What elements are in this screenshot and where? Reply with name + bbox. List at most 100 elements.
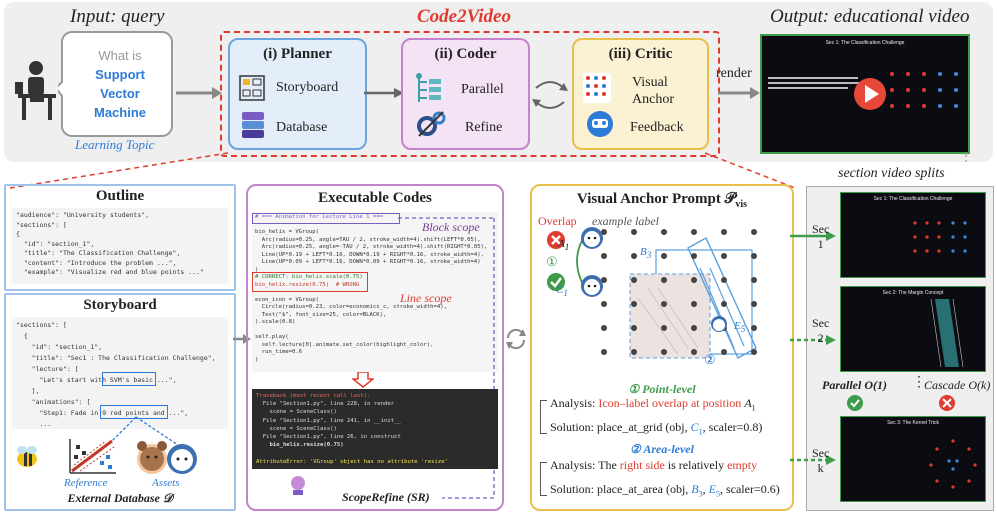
- planner-storyboard-label: Storyboard: [276, 80, 339, 95]
- analysis-2-mid: is relatively: [664, 458, 728, 472]
- learning-topic-label: Learning Topic: [75, 137, 155, 152]
- line-scope-box: [252, 272, 368, 292]
- storyboard-line: ...: [16, 420, 52, 428]
- solution-2-b: B: [691, 482, 699, 496]
- output-video-title: Sec 1: The Classification Challenge: [825, 40, 905, 46]
- grid-anchor-dot: [661, 229, 667, 235]
- arrow-input: [176, 87, 222, 99]
- split-video-2[interactable]: Sec 2: The Margin Concept: [840, 286, 986, 372]
- grid-anchor-dot: [721, 229, 727, 235]
- outline-title: Outline: [95, 188, 145, 204]
- outline-line: "example": "Visualize red and blue point…: [16, 268, 204, 276]
- split-video-k-title: Sec 3: The Kernel Trick: [887, 420, 939, 426]
- planner-database-label: Database: [276, 120, 328, 135]
- code-editor: # === Animation for Lecture Line 1 === b…: [252, 212, 498, 372]
- query-line-4: Machine: [93, 105, 146, 120]
- split-arrows: [790, 231, 836, 465]
- code-line: Line(UP*0.09 + LEFT*0.16, DOWN*0.09 + RI…: [255, 259, 481, 265]
- query-line-2: Support: [95, 67, 145, 82]
- solution-2-e-sub: 5: [715, 489, 720, 499]
- storyboard-line: "animations": [: [16, 398, 91, 406]
- output-video[interactable]: Sec 1: The Classification Challenge: [760, 34, 970, 154]
- point-level-title: ① Point-level: [628, 382, 696, 396]
- parallel-icon: [416, 73, 441, 102]
- traceback-lines: Traceback (most recent call last): File …: [252, 389, 498, 469]
- storyboard-arrows: [107, 416, 179, 446]
- sec-k-word: Sec: [812, 446, 830, 460]
- storyboard-line: {: [16, 332, 28, 340]
- grid-anchor-dot: [601, 253, 607, 259]
- code-line: ).scale(0.8): [255, 319, 296, 325]
- code-lines: # === Animation for Lecture Line 1 === b…: [252, 212, 498, 366]
- outline-panel: Outline "audience": "University students…: [4, 184, 236, 291]
- grid-anchor-dot: [661, 277, 667, 283]
- analysis-1: Analysis: Icon–label overlap at position…: [550, 396, 756, 412]
- zoom-lines: [9, 152, 967, 189]
- traceback-box: Traceback (most recent call last): File …: [252, 389, 498, 469]
- outline-line: "id": "section_1",: [16, 239, 95, 248]
- storyboard-icon: [239, 75, 265, 101]
- code-line: bio_helix = VGroup(: [255, 229, 319, 235]
- code-line: # CORRECT: bio_helix.scale(0.75): [255, 274, 363, 280]
- area-level-title: ② Area-level: [630, 442, 694, 456]
- outline-code: "audience": "University students","secti…: [12, 208, 228, 281]
- play-button-icon[interactable]: [852, 76, 888, 112]
- traceback-line: bio_helix.resize(0.75): [256, 442, 344, 449]
- traceback-line: Traceback (most recent call last):: [256, 393, 371, 399]
- code-line: ): [255, 266, 259, 273]
- reference-icon: [69, 439, 116, 474]
- split-video-1[interactable]: Sec 1: The Classification Challenge: [840, 192, 986, 278]
- code-line: Arc(radius=0.25, angle=TAU / 2, stroke_w…: [255, 236, 481, 243]
- solution-2-prefix: Solution: place_at_area (obj,: [550, 482, 692, 496]
- outline-line: {: [16, 230, 20, 238]
- solution-2-b-sub: 3: [698, 489, 703, 499]
- example-label: example label: [592, 214, 659, 228]
- step-two-marker: ②: [704, 352, 716, 367]
- wrong-icon: [547, 231, 565, 249]
- sec-k-num: k: [817, 461, 824, 475]
- split-video-k[interactable]: Sec 3: The Kernel Trick: [840, 416, 986, 502]
- code-line: Line(UP*0.19 + LEFT*0.16, DOWN*0.19 + RI…: [255, 251, 485, 258]
- anchor-panel: Visual Anchor Prompt 𝒫vis Overlap exampl…: [530, 184, 794, 511]
- label-c1-sub: 1: [563, 288, 568, 299]
- student-icon: [15, 61, 56, 120]
- query-bubble: [58, 31, 173, 137]
- split-video-1-dots: [913, 221, 967, 253]
- cycle-arrows: [532, 81, 568, 109]
- grid-anchor-dot: [601, 229, 607, 235]
- label-b3-sub: 3: [646, 250, 652, 261]
- traceback-line: [256, 449, 494, 457]
- outline-line: "audience": "University students",: [16, 211, 150, 219]
- label-b3: B3: [640, 246, 651, 260]
- code-line: # === Animation for Lecture Line 1 ===: [255, 214, 383, 220]
- main-title: Code2Video: [417, 6, 511, 27]
- label-a1-sub: 1: [564, 242, 570, 253]
- cat-avatar-3: [711, 316, 727, 332]
- output-video-dots: [890, 72, 958, 108]
- analysis-2-red-2: empty: [727, 458, 758, 472]
- code-line: Circle(radius=0.23, color=economics_c, s…: [255, 304, 447, 310]
- solution-2-e: E: [708, 482, 716, 496]
- grid-anchor-dot: [691, 253, 697, 259]
- grid-anchor-dot: [751, 349, 757, 355]
- split-video-2-title: Sec 2: The Margin Concept: [882, 290, 944, 296]
- outline-code-box: "audience": "University students","secti…: [12, 208, 228, 284]
- label-e5-sub: 5: [740, 324, 746, 335]
- grid-anchor-dot: [661, 301, 667, 307]
- bee-icon: [17, 446, 37, 467]
- label-e5-letter: E: [734, 320, 741, 332]
- coder-refine-label: Refine: [465, 120, 503, 135]
- traceback-line: File "Section1.py", line 228, in render: [256, 401, 395, 408]
- storyboard-line: "id": "section_1",: [16, 343, 103, 351]
- solution-1-c: C: [690, 420, 699, 434]
- planner-panel: (i) Planner Storyboard Database: [228, 38, 367, 150]
- refine-icon: [417, 111, 446, 137]
- grid-anchor-dot: [751, 277, 757, 283]
- output-video-text: [768, 74, 866, 104]
- storyboard-line: ],: [16, 387, 40, 395]
- solution-2: Solution: place_at_area (obj, B3, E5, sc…: [550, 482, 780, 499]
- grid-anchor-dot: [721, 301, 727, 307]
- solution-1-prefix: Solution: place_at_grid (obj,: [550, 420, 691, 434]
- query-text: What is Support Vector Machine: [70, 46, 170, 122]
- assets-label: Assets: [152, 477, 180, 489]
